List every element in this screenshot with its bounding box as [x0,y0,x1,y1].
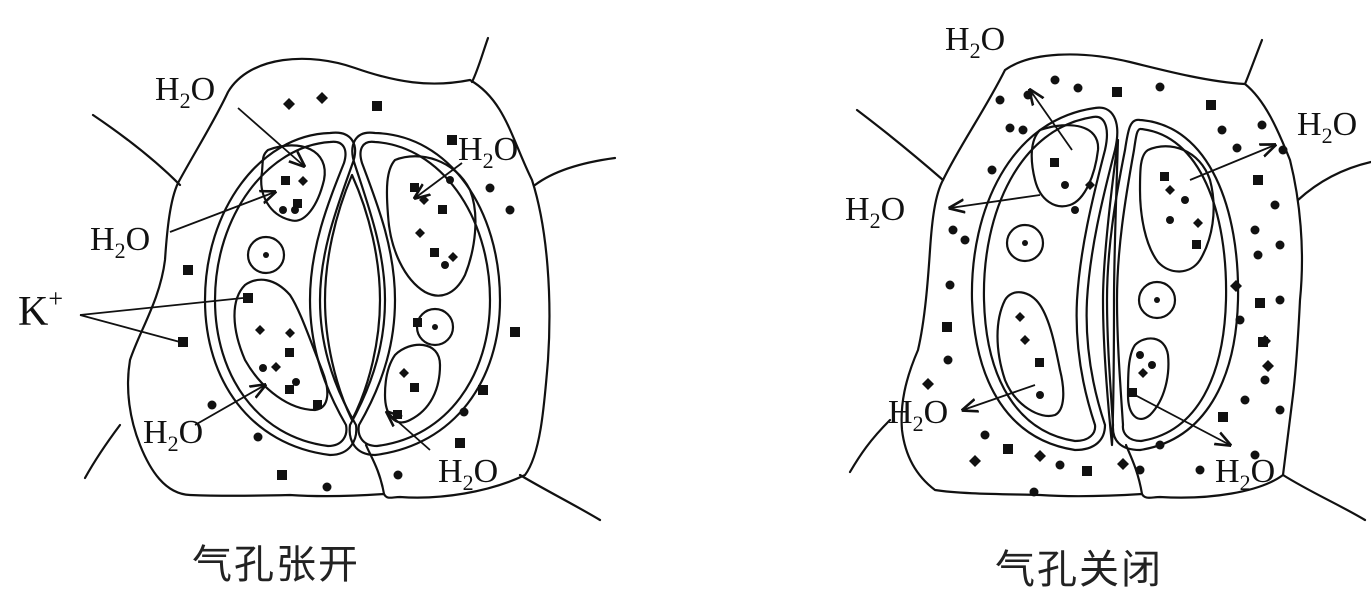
open-neighbor-wall [366,445,384,494]
open-water-arrow [195,385,265,425]
open-guard-cell-right [350,133,500,455]
water-label: H2O [155,71,215,113]
closed-stoma [850,40,1371,520]
open-stoma-caption: 气孔张开 [192,545,360,585]
potassium-pointer-line [80,315,180,342]
closed-water-arrow [950,195,1040,208]
open-water-arrow [415,163,462,198]
water-label: H2O [945,21,1005,63]
open-neighbor-wall [472,38,488,82]
open-water-arrow [170,192,275,232]
closed-vacuole [1140,146,1214,271]
closed-vacuole [1128,338,1168,418]
open-arrows [80,108,462,450]
open-stomatal-pore [325,175,380,420]
water-label: H2O [458,131,518,173]
open-vacuole [387,156,476,295]
water-label: H2O [845,191,905,233]
closed-water-arrow [1030,90,1072,150]
water-label: H2O [438,453,498,495]
closed-neighbor-wall [850,420,890,472]
open-neighbor-wall [535,158,615,185]
water-label: H2O [1297,106,1357,148]
open-water-arrow [238,108,304,166]
open-neighbor-wall [520,475,600,520]
closed-stoma-caption: 气孔关闭 [995,550,1163,590]
closed-guard-cell-right [1107,120,1238,450]
open-neighbor-wall [85,425,120,478]
closed-labels: H2O H2O H2O H2O H2O [845,21,1357,495]
water-label: H2O [143,414,203,456]
closed-epidermal-cell-outline [902,54,1302,497]
closed-neighbor-wall [857,110,943,180]
open-neighbor-wall [93,115,180,185]
closed-neighbor-wall [1283,475,1365,520]
closed-water-arrow [1190,145,1275,180]
closed-water-arrow [1135,395,1230,445]
open-nucleolus [263,252,438,330]
closed-vacuole [1032,125,1098,206]
closed-neighbor-wall [1298,162,1371,200]
potassium-label: K+ [18,284,63,335]
water-label: H2O [888,394,948,436]
water-label: H2O [1215,453,1275,495]
closed-vacuole [998,292,1064,416]
closed-neighbor-wall [1245,40,1262,84]
potassium-pointer-line [80,298,243,315]
water-label: H2O [90,221,150,263]
